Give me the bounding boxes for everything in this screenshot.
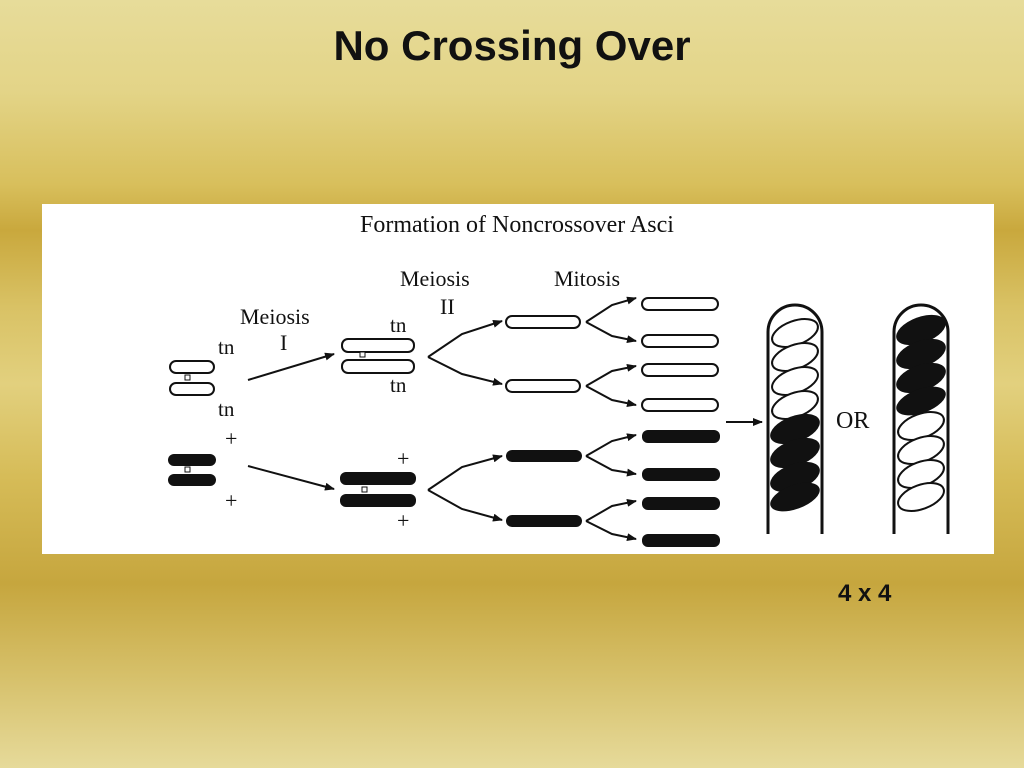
slide-title: No Crossing Over [333,22,691,69]
dyad-wildtype [340,472,416,507]
label-meiosis-1-numeral: I [280,330,287,355]
allele-label-plus-1: + [225,426,237,451]
diagram-title: Formation of Noncrossover Asci [360,212,674,238]
noncrossover-asci-diagram: Formation of Noncrossover Asci Meiosis I… [168,212,950,547]
mitosis-products [641,297,720,547]
spore-ratio-note: 4 x 4 [838,580,892,607]
ascus-left [766,303,824,534]
allele-label-tn-3: tn [390,313,407,337]
dyad-tn [341,338,415,374]
ascus-right [892,303,950,534]
or-label: OR [836,408,869,434]
arrow-meiosis-1-bottom [247,465,335,491]
allele-label-plus-3: + [397,446,409,471]
arrow-meiosis-1-top [247,352,335,381]
allele-label-tn-4: tn [390,373,407,397]
allele-label-tn-2: tn [218,397,235,421]
label-meiosis-2: Meiosis [400,266,470,291]
parent-chromosomes-tn [169,360,215,396]
meiosis-2-products [505,315,582,527]
parent-chromosomes-wildtype [168,454,216,486]
arrows-mitosis [585,296,637,542]
diagram-panel: Formation of Noncrossover Asci Meiosis I… [42,204,994,554]
label-meiosis-1: Meiosis [240,304,310,329]
label-mitosis: Mitosis [554,266,620,291]
allele-label-plus-4: + [397,508,409,533]
allele-label-plus-2: + [225,488,237,513]
arrows-meiosis-2 [427,319,503,522]
allele-label-tn-1: tn [218,335,235,359]
label-meiosis-2-numeral: II [440,294,455,319]
